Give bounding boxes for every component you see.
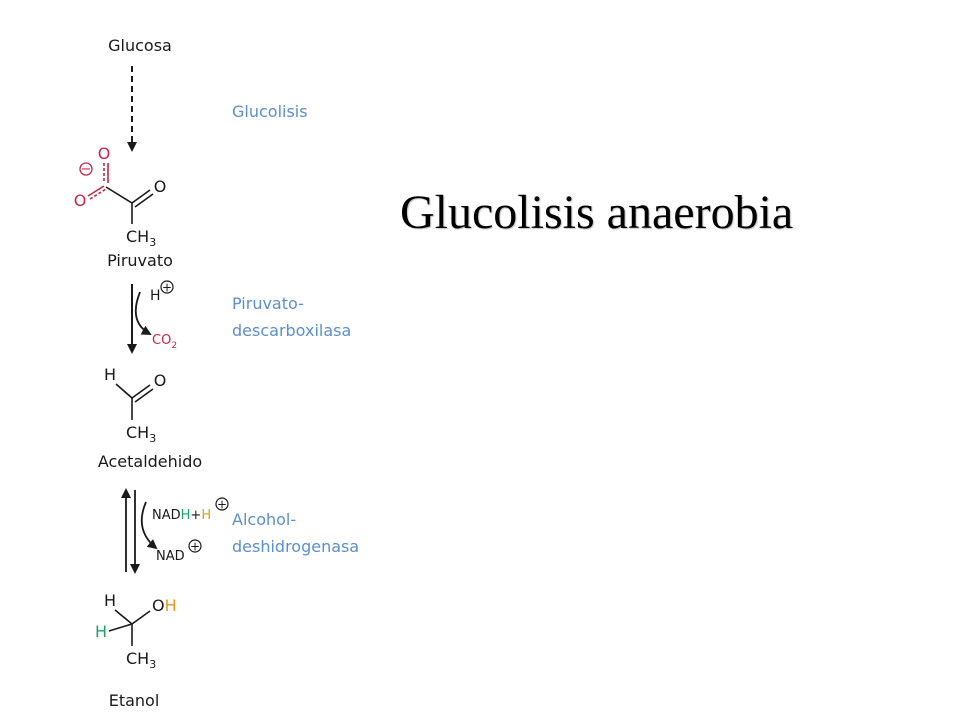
hydroxyl-group: OH <box>152 596 177 615</box>
acetaldehyde-structure: H O CH3 <box>104 365 166 445</box>
carboxyl-oxygen-bottom: O <box>74 191 87 210</box>
pyruvate-methyl: CH3 <box>126 227 156 249</box>
pyruvate-structure: − O O O CH3 <box>74 144 167 249</box>
compound-etanol: Etanol <box>109 691 160 710</box>
nad-charge-circle <box>188 539 202 553</box>
acetaldehyde-methyl: CH3 <box>126 423 156 445</box>
proton-h: H <box>150 288 161 304</box>
fermentation-pathway-diagram: Glucosa Glucolisis − O O O CH3 Piruvato … <box>74 36 359 710</box>
nad-product: NAD <box>156 549 185 564</box>
enzyme-descarboxilasa-line1: Piruvato- <box>232 294 304 313</box>
aldehyde-oxygen: O <box>154 371 167 390</box>
proton-charge: + <box>162 281 172 295</box>
nadh-charge-circle <box>215 497 229 511</box>
ethanol-h-green: H <box>95 622 107 641</box>
enzyme-glucolisis: Glucolisis <box>232 102 308 121</box>
co2-release-curve <box>134 291 152 335</box>
proton-charge-circle <box>160 280 174 294</box>
aldehyde-h: H <box>104 365 116 384</box>
nadh-charge: + <box>217 498 227 512</box>
enzyme-deshidrogenasa-line2: deshidrogenasa <box>232 537 359 556</box>
carboxyl-charge: − <box>81 162 92 177</box>
ketone-oxygen: O <box>154 177 167 196</box>
carboxyl-oxygen-top: O <box>98 144 111 163</box>
co2-product: CO2 <box>152 333 177 351</box>
ethanol-structure: H H OH CH3 <box>95 591 177 671</box>
compound-acetaldehido: Acetaldehido <box>98 452 202 471</box>
nadh-h-cofactor: NADH+H <box>152 508 211 523</box>
ethanol-h-top: H <box>104 591 116 610</box>
enzyme-descarboxilasa-line2: descarboxilasa <box>232 321 351 340</box>
enzyme-deshidrogenasa-line1: Alcohol- <box>232 510 296 529</box>
compound-piruvato: Piruvato <box>107 251 173 270</box>
compound-glucosa: Glucosa <box>108 36 172 55</box>
slide-title: Glucolisis anaerobia <box>400 186 794 239</box>
ethanol-methyl: CH3 <box>126 649 156 671</box>
nad-exchange-curve <box>140 501 158 550</box>
nad-charge: + <box>190 540 200 554</box>
